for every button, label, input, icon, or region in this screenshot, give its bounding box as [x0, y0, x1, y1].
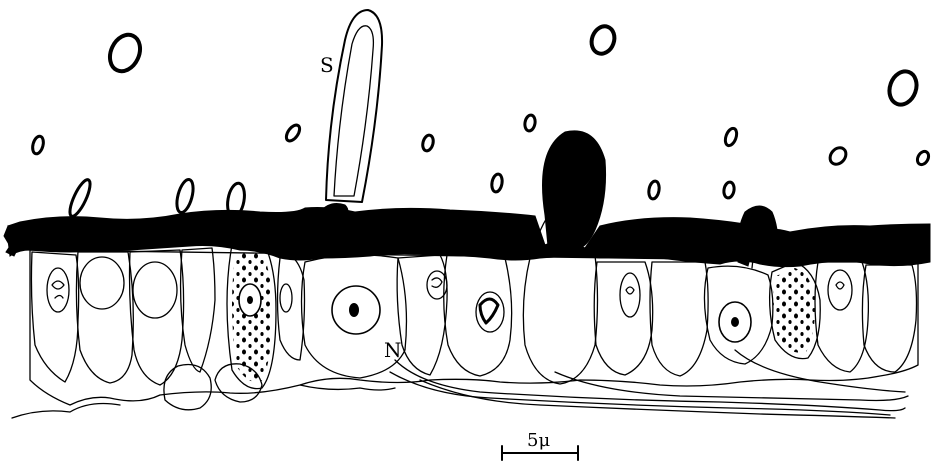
goblet-cell-left [227, 245, 276, 389]
floating-particles [31, 23, 931, 219]
cell-nuclei [47, 257, 852, 342]
nerve-fibers: N [12, 338, 908, 418]
scale-bar: 5μ [502, 430, 578, 460]
nerve-cell-label: N [384, 338, 402, 362]
dark-granular-cell [770, 262, 821, 359]
cuticle-layer [8, 208, 930, 267]
scale-bar-label: 5μ [527, 430, 550, 451]
sensory-hair-label: S [320, 53, 334, 77]
